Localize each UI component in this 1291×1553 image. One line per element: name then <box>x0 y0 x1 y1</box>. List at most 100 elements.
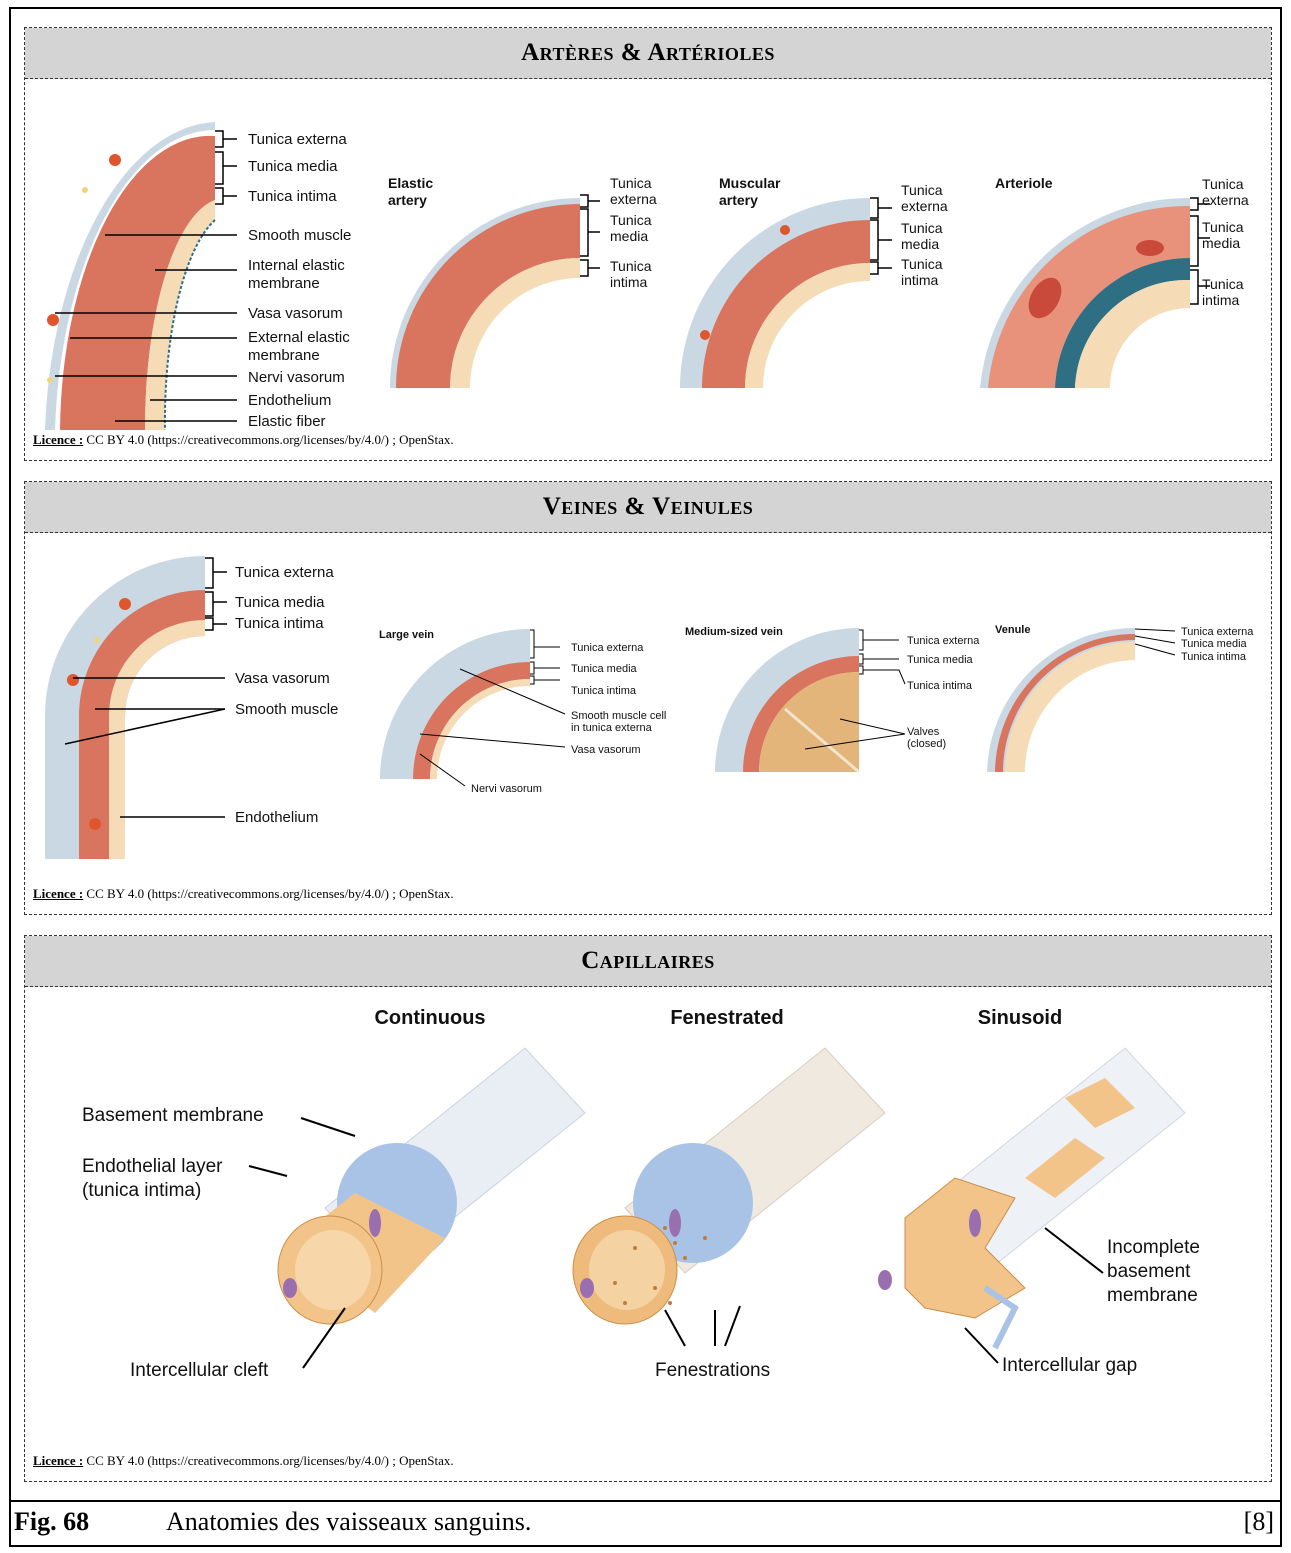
label-external-elastic: External elastic <box>248 329 350 346</box>
figure-caption: Fig. 68 Anatomies des vaisseaux sanguins… <box>14 1507 1278 1543</box>
svg-text:intima: intima <box>610 274 648 290</box>
arteries-section: Artères & Artérioles Tunica ex <box>24 27 1272 461</box>
svg-text:Elastic: Elastic <box>388 175 433 191</box>
vein-label-smooth: Smooth muscle <box>235 701 338 718</box>
vein-label-intima: Tunica intima <box>235 615 324 632</box>
veins-license: Licence : CC BY 4.0 (https://creativecom… <box>33 886 454 902</box>
medium-vein: Medium-sized vein Tunica externa Tunica … <box>685 626 980 772</box>
svg-text:Muscular: Muscular <box>719 175 781 191</box>
vein-label-externa: Tunica externa <box>235 564 334 581</box>
svg-text:Tunica: Tunica <box>901 182 943 198</box>
svg-text:Tunica intima: Tunica intima <box>1181 651 1247 663</box>
svg-text:externa: externa <box>1202 192 1249 208</box>
label-incomplete: Incomplete <box>1107 1237 1200 1258</box>
label-tunica-externa: Tunica externa <box>248 131 347 148</box>
vein-label-endothelium: Endothelium <box>235 809 318 826</box>
svg-text:Tunica: Tunica <box>901 256 943 272</box>
title-fenestrated: Fenestrated <box>670 1007 783 1029</box>
svg-text:Medium-sized vein: Medium-sized vein <box>685 626 783 638</box>
svg-text:Tunica media: Tunica media <box>907 654 974 666</box>
arteries-title: Artères & Artérioles <box>25 28 1271 79</box>
svg-text:Tunica externa: Tunica externa <box>1181 626 1254 638</box>
svg-text:Arteriole: Arteriole <box>995 175 1053 191</box>
svg-text:externa: externa <box>901 198 948 214</box>
caption-text: Anatomies des vaisseaux sanguins. <box>166 1507 531 1537</box>
svg-text:Valves: Valves <box>907 726 940 738</box>
fenestrated-capillary <box>573 1048 885 1324</box>
title-continuous: Continuous <box>374 1007 485 1029</box>
venule: Venule Tunica externa Tunica media Tunic… <box>987 624 1254 772</box>
svg-text:Tunica: Tunica <box>1202 276 1244 292</box>
muscular-artery: Muscular artery Tunica externa Tunica me… <box>680 175 948 388</box>
capillaries-diagram: Continuous Fenestrated Sinusoid <box>25 988 1270 1458</box>
svg-text:Smooth muscle cell: Smooth muscle cell <box>571 710 666 722</box>
svg-text:Tunica externa: Tunica externa <box>907 635 980 647</box>
vein-cross-section <box>45 556 205 859</box>
label-membrane: membrane <box>248 275 320 292</box>
svg-text:in tunica externa: in tunica externa <box>571 722 653 734</box>
svg-text:Tunica: Tunica <box>901 220 943 236</box>
label-intercellular-gap: Intercellular gap <box>1002 1355 1137 1376</box>
label-vasa-vasorum: Vasa vasorum <box>248 305 343 322</box>
label-membrane-2: membrane <box>248 347 320 364</box>
vein-label-media: Tunica media <box>235 594 325 611</box>
label-tunica-media: Tunica media <box>248 158 338 175</box>
svg-text:Tunica: Tunica <box>610 175 652 191</box>
veins-diagram: Tunica externa Tunica media Tunica intim… <box>25 534 1270 864</box>
artery-labels: Tunica externa Tunica media Tunica intim… <box>248 131 351 430</box>
figure-number: Fig. 68 <box>14 1507 89 1537</box>
label-tunica-intima: Tunica intima <box>248 188 337 205</box>
vein-label-vasa: Vasa vasorum <box>235 670 330 687</box>
svg-text:Tunica: Tunica <box>610 258 652 274</box>
svg-text:Tunica intima: Tunica intima <box>907 680 973 692</box>
svg-text:Tunica media: Tunica media <box>1181 638 1248 650</box>
artery-cross-section <box>45 122 215 430</box>
label-basement-membrane: Basement membrane <box>82 1105 264 1126</box>
label-elastic-fiber: Elastic fiber <box>248 413 326 430</box>
svg-text:Venule: Venule <box>995 624 1030 636</box>
label-nervi-vasorum: Nervi vasorum <box>248 369 345 386</box>
caption-divider <box>9 1500 1282 1502</box>
svg-text:Tunica: Tunica <box>1202 176 1244 192</box>
label-fenestrations: Fenestrations <box>655 1360 770 1381</box>
label-endothelial-layer: Endothelial layer <box>82 1156 223 1177</box>
veins-section: Veines & Veinules Tunica externa Tunica … <box>24 481 1272 915</box>
veins-title: Veines & Veinules <box>25 482 1271 533</box>
elastic-artery: Elastic artery Tunica externa Tunica med… <box>388 175 657 388</box>
capillaries-section: Capillaires Continuous Fenestrated Sinus… <box>24 935 1272 1482</box>
svg-text:media: media <box>901 236 939 252</box>
svg-text:artery: artery <box>388 192 427 208</box>
label-internal-elastic: Internal elastic <box>248 257 345 274</box>
label-endothelium: Endothelium <box>248 392 331 409</box>
arteriole: Arteriole Tunica externa Tunica media Tu… <box>980 175 1249 388</box>
label-membrane: membrane <box>1107 1285 1198 1306</box>
svg-text:Tunica externa: Tunica externa <box>571 642 644 654</box>
svg-text:Tunica intima: Tunica intima <box>571 685 637 697</box>
svg-text:Tunica media: Tunica media <box>571 663 638 675</box>
svg-text:Tunica: Tunica <box>610 212 652 228</box>
svg-text:Tunica: Tunica <box>1202 219 1244 235</box>
svg-text:Large vein: Large vein <box>379 629 434 641</box>
capillaries-title: Capillaires <box>25 936 1271 987</box>
svg-text:artery: artery <box>719 192 758 208</box>
continuous-capillary <box>278 1048 585 1324</box>
title-sinusoid: Sinusoid <box>978 1007 1062 1029</box>
svg-text:Vasa vasorum: Vasa vasorum <box>571 744 641 756</box>
label-smooth-muscle: Smooth muscle <box>248 227 351 244</box>
label-intercellular-cleft: Intercellular cleft <box>130 1360 269 1381</box>
label-basement: basement <box>1107 1261 1191 1282</box>
label-tunica-intima: (tunica intima) <box>82 1180 201 1201</box>
arteries-diagram: Tunica externa Tunica media Tunica intim… <box>25 80 1270 430</box>
svg-text:media: media <box>610 228 648 244</box>
svg-text:Nervi vasorum: Nervi vasorum <box>471 783 542 795</box>
large-vein: Large vein Tunica externa Tunica media T… <box>379 629 666 795</box>
capillary-type-titles: Continuous Fenestrated Sinusoid <box>374 1007 1062 1029</box>
vein-labels: Tunica externa Tunica media Tunica intim… <box>235 564 338 826</box>
svg-text:intima: intima <box>1202 292 1240 308</box>
arteries-license: Licence : CC BY 4.0 (https://creativecom… <box>33 432 454 448</box>
svg-text:externa: externa <box>610 191 657 207</box>
svg-text:intima: intima <box>901 272 939 288</box>
svg-text:(closed): (closed) <box>907 738 946 750</box>
caption-reference: [8] <box>1244 1507 1274 1537</box>
capillaries-license: Licence : CC BY 4.0 (https://creativecom… <box>33 1453 454 1469</box>
